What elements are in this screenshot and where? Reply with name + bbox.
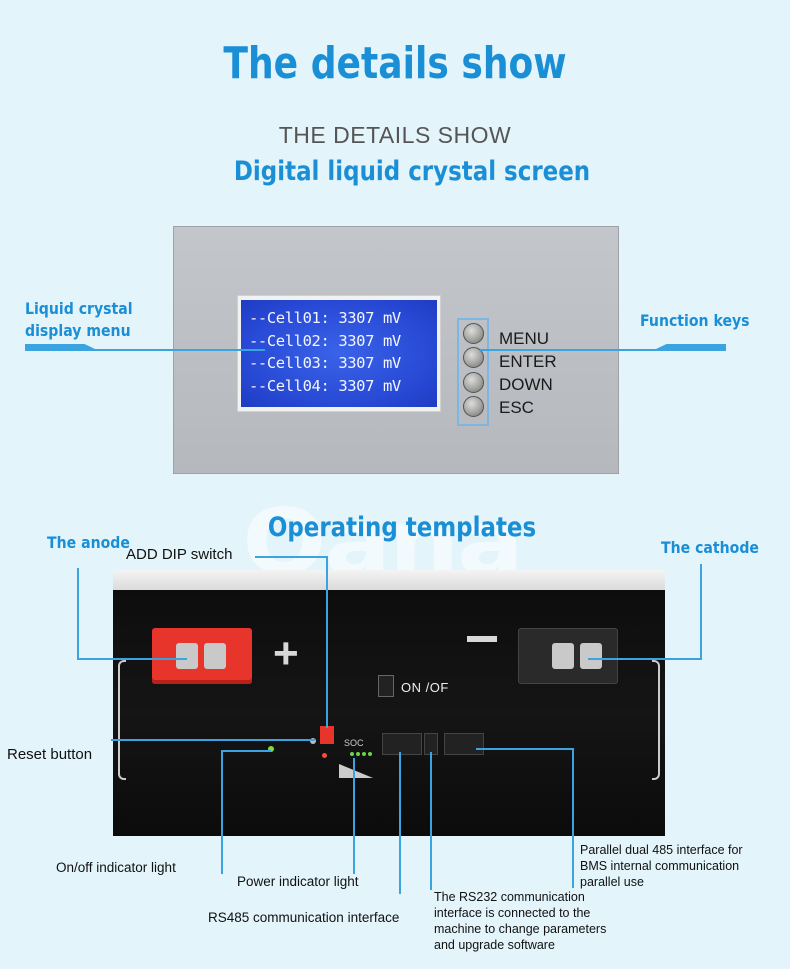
lcd-row: --Cell03: 3307 mV <box>249 354 401 372</box>
function-keys-frame <box>457 318 489 426</box>
callout-line-keys <box>480 349 726 351</box>
page-title: The details show <box>223 38 567 89</box>
section-heading-lcd: Digital liquid crystal screen <box>233 156 591 187</box>
lcd-row: --Cell01: 3307 mV <box>249 309 401 327</box>
callout-line-cathode <box>700 564 702 660</box>
callout-line-parallel <box>572 748 574 888</box>
right-handle <box>652 660 660 780</box>
menu-key-button[interactable] <box>463 323 484 344</box>
reset-button-label: Reset button <box>7 746 93 763</box>
anode-bolt <box>204 643 226 669</box>
soc-lights <box>350 752 372 760</box>
power-switch-label: ON /OF <box>401 680 449 695</box>
callout-line-onoff <box>221 750 271 752</box>
soc-gauge <box>339 764 373 778</box>
down-key-button[interactable] <box>463 372 484 393</box>
esc-key-button[interactable] <box>463 396 484 417</box>
reset-button[interactable] <box>310 738 316 744</box>
callout-line-cathode <box>588 658 702 660</box>
anode-bolt <box>176 643 198 669</box>
left-handle <box>118 660 126 780</box>
cathode-bolt <box>552 643 574 669</box>
rs232-label: The RS232 communication interface is con… <box>434 890 607 952</box>
key-label-enter: ENTER <box>499 352 557 371</box>
callout-line-reset <box>111 739 315 741</box>
callout-tab <box>25 344 95 349</box>
key-label-down: DOWN <box>499 375 553 394</box>
onoff-light-label: On/off indicator light <box>56 860 176 875</box>
parallel-485-label: Parallel dual 485 interface for BMS inte… <box>580 843 743 889</box>
rs485-port <box>382 733 422 755</box>
plus-symbol: + <box>273 629 299 678</box>
callout-line-onoff <box>221 750 223 874</box>
cathode-label: The cathode <box>661 538 759 557</box>
callout-line-parallel <box>476 748 574 750</box>
key-label-menu: MENU <box>499 329 550 348</box>
callout-line-dip <box>326 556 328 728</box>
minus-symbol <box>467 636 497 642</box>
dip-switch[interactable] <box>320 726 334 744</box>
callout-line-dip <box>255 556 327 558</box>
lcd-row: --Cell04: 3307 mV <box>249 376 401 395</box>
callout-line-rs485 <box>399 752 401 894</box>
power-light-label: Power indicator light <box>237 874 359 889</box>
alarm-light <box>322 753 327 758</box>
lcd-callout: Liquid crystal display menu <box>25 299 133 340</box>
callout-line-anode <box>77 658 187 660</box>
power-switch[interactable] <box>378 675 394 697</box>
callout-tab <box>656 344 726 349</box>
battery-top-cover <box>113 570 665 592</box>
section-heading-operating: Operating templates <box>267 512 537 543</box>
battery-front-panel <box>113 590 665 836</box>
enter-key-button[interactable] <box>463 347 484 368</box>
callout-line-anode <box>77 568 79 659</box>
key-label-esc: ESC <box>499 398 534 417</box>
lcd-row: --Cell02: 3307 mV <box>249 331 401 350</box>
lcd-screen: --Cell01: 3307 mV --Cell02: 3307 mV --Cell… <box>241 300 437 407</box>
anode-terminal <box>152 628 252 684</box>
cathode-bolt <box>580 643 602 669</box>
rs485-label: RS485 communication interface <box>208 910 400 925</box>
onoff-indicator-light <box>268 746 274 752</box>
parallel-485-port <box>444 733 484 755</box>
callout-line-rs232 <box>430 752 432 890</box>
callout-line-power <box>353 758 355 874</box>
soc-label: SOC <box>344 738 364 748</box>
callout-line-lcd <box>25 349 265 351</box>
function-keys-callout: Function keys <box>640 311 750 330</box>
dip-switch-label: ADD DIP switch <box>126 546 233 563</box>
page-subtitle: THE DETAILS SHOW <box>278 122 512 148</box>
anode-label: The anode <box>47 533 130 552</box>
